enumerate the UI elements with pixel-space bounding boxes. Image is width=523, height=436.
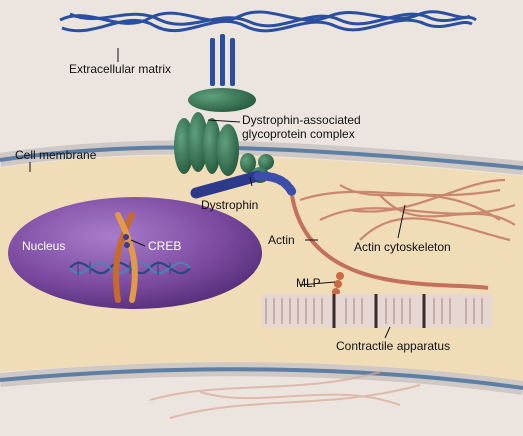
- label-actin-cytoskeleton: Actin cytoskeleton: [354, 240, 451, 254]
- label-dystrophin: Dystrophin: [201, 198, 259, 212]
- label-mlp: MLP: [296, 276, 321, 290]
- creb-protein: [113, 212, 138, 303]
- label-extracellular-matrix: Extracellular matrix: [69, 62, 172, 76]
- contractile-apparatus: [262, 294, 492, 328]
- lower-actin-fibers: [149, 371, 421, 419]
- label-actin: Actin: [268, 233, 295, 247]
- cell-membrane-bottom-line: [0, 367, 523, 390]
- actin-strand: [290, 195, 489, 290]
- transmembrane-rods: [210, 34, 235, 86]
- label-creb: CREB: [148, 239, 182, 253]
- leader-lines: [29, 48, 406, 339]
- extracellular-matrix: [59, 10, 477, 33]
- label-nucleus: Nucleus: [22, 239, 66, 253]
- label-contractile-apparatus: Contractile apparatus: [336, 339, 451, 353]
- glycoprotein-complex: [174, 88, 274, 183]
- dystrophin-molecule: [190, 170, 297, 199]
- label-dgc-line2: glycoprotein complex: [242, 127, 355, 141]
- label-dgc-line1: Dystrophin-associated: [242, 113, 361, 127]
- label-cell-membrane: Cell membrane: [15, 148, 97, 162]
- actin-cytoskeleton-fibers: [299, 178, 516, 242]
